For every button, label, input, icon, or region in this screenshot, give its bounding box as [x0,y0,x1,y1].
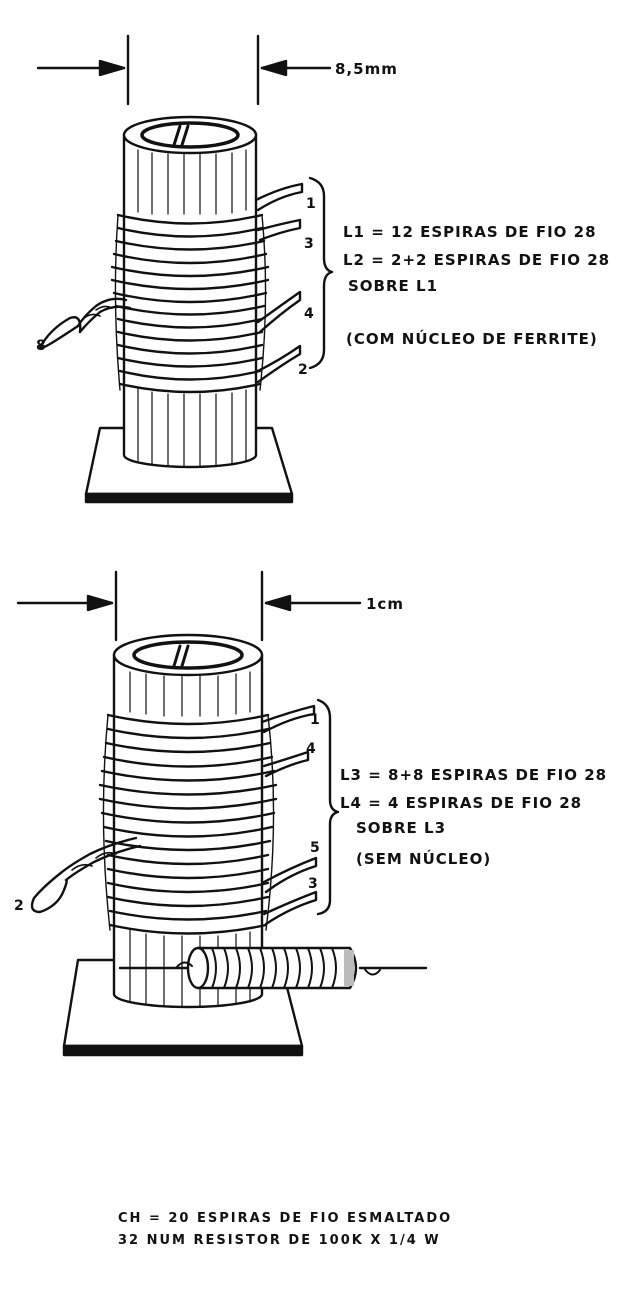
coil2-dimension-label: 1cm [366,595,404,613]
coil2-spec-sobre: SOBRE L3 [356,819,447,837]
choke-drawing [118,946,428,990]
coil1-terminal-label: 3 [304,236,314,252]
coil1-former [122,115,258,469]
coil1-terminal-label: 2 [298,362,308,378]
coil2-leads [260,698,340,926]
coil2-former [112,633,264,1009]
coil2-terminal-label: 3 [308,876,318,892]
coil2-dimension [16,570,362,642]
coil2-terminal-label: 2 [14,898,24,914]
coil1-spec-sobre: SOBRE L1 [348,277,439,295]
choke-caption-line1: CH = 20 ESPIRAS DE FIO ESMALTADO [118,1211,453,1226]
coil2-terminal-label: 1 [310,712,320,728]
coil2-windings [98,713,278,935]
coil2-terminal-label: 4 [306,741,316,757]
coil1-terminal-label: 4 [304,306,314,322]
coil1-spec-core: (COM NÚCLEO DE FERRITE) [346,330,598,348]
coil2-spec-l4: L4 = 4 ESPIRAS DE FIO 28 [340,794,583,812]
coil2-spec-l3: L3 = 8+8 ESPIRAS DE FIO 28 [340,766,608,784]
coil1-spec-l2: L2 = 2+2 ESPIRAS DE FIO 28 [343,251,611,269]
coil1-leads [254,176,334,384]
coil1-terminal-label: 8 [36,338,46,354]
coil2-twisted-lead-2 [30,836,142,914]
coil1-dimension-label: 8,5mm [335,60,398,78]
coil2-spec-core: (SEM NÚCLEO) [356,850,492,868]
coil1-spec-l1: L1 = 12 ESPIRAS DE FIO 28 [343,223,597,241]
coil1-twisted-lead-8 [39,297,132,350]
coil1-dimension [36,34,332,106]
coil1-terminal-label: 1 [306,196,316,212]
coil2-terminal-label: 5 [310,840,320,856]
choke-caption-line2: 32 NUM RESISTOR DE 100K X 1/4 W [118,1233,441,1248]
